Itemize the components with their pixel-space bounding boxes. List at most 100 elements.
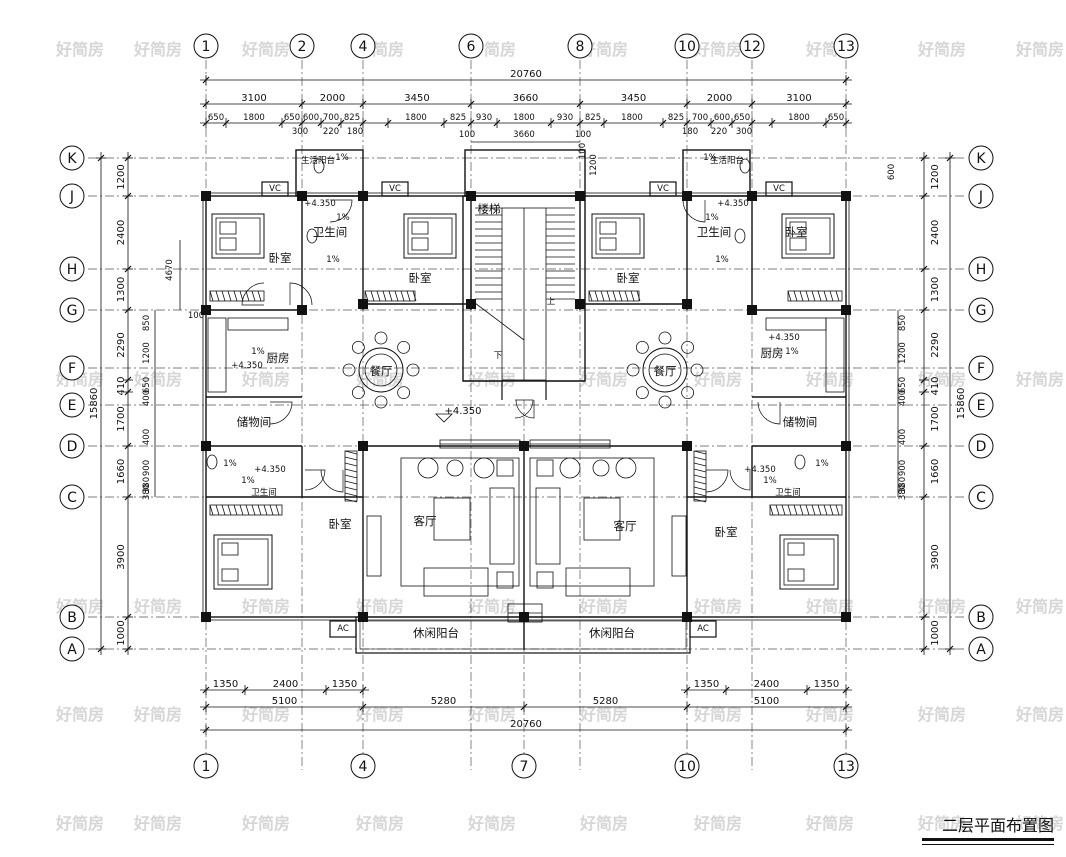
furniture — [206, 158, 845, 623]
watermark-text: 好简房 — [133, 370, 182, 389]
dim-left-inner-text: 400 — [142, 429, 152, 445]
dim-tick — [683, 119, 691, 127]
room-label: 客厅 — [614, 519, 637, 533]
grid-bubble-right-G-circle — [968, 297, 994, 323]
dim-left-outer-text: 2290 — [116, 332, 127, 357]
dim-tick — [124, 154, 132, 162]
wardrobe-hatch — [769, 504, 774, 516]
bed-top-2-pillow — [411, 237, 429, 251]
armchair — [473, 457, 495, 479]
bed-top-right-pillow — [789, 221, 807, 235]
tv-console-left — [423, 567, 489, 597]
dining-table-right-chair — [690, 363, 704, 377]
dining-table-left-chair — [342, 363, 356, 377]
dim-tick — [576, 119, 584, 127]
dim-top-row2-text: 825 — [450, 113, 466, 123]
watermark-text: 好简房 — [55, 40, 104, 59]
room-label: 卧室 — [785, 225, 808, 239]
watermark-text: 好简房 — [133, 814, 182, 833]
wardrobe-hatch — [257, 290, 262, 302]
dim-top-row1-text: 2000 — [320, 93, 345, 104]
wardrobe-hatch — [344, 450, 358, 455]
dim-top-row2-text: 700 — [692, 113, 708, 123]
wardrobe-hatch — [251, 504, 256, 516]
column — [519, 612, 529, 622]
room-label: 卧室 — [269, 251, 292, 265]
wardrobe-hatch — [382, 290, 387, 302]
column — [682, 299, 692, 309]
dining-table-left-chair — [397, 386, 411, 400]
axis-grid-lines — [88, 60, 966, 770]
dining-table-right-chair — [681, 340, 695, 354]
dim-tick — [748, 119, 756, 127]
grid-bubble-top-1-label: 1 — [202, 39, 211, 55]
wardrobe-hatch — [394, 290, 399, 302]
wardrobe-hatch — [811, 504, 816, 516]
dim-top-row2-text: 1800 — [243, 113, 265, 123]
column — [466, 191, 476, 201]
grid-bubble-left-E-label: E — [68, 398, 77, 414]
wardrobe-hatch — [275, 504, 280, 516]
wardrobe-hatch — [344, 492, 358, 497]
bed-top-right-pillow — [789, 237, 807, 251]
dim-right-inner-text: 380 — [898, 484, 908, 500]
kitchen-counter-right — [825, 317, 845, 393]
dim-tick — [920, 192, 928, 200]
grid-bubble-left-D-label: D — [67, 439, 78, 455]
door-swing — [241, 282, 265, 306]
room-label: AC — [697, 624, 709, 634]
dim-tick — [298, 100, 306, 108]
column — [466, 299, 476, 309]
dim-tick — [202, 76, 210, 84]
dim-bottom-row2-text: 5100 — [754, 696, 779, 707]
watermark-text: 好简房 — [1015, 370, 1064, 389]
watermark-text: 好简房 — [693, 597, 742, 616]
dining-table-left-chair — [351, 340, 365, 354]
bed-top-3-pillow — [599, 221, 617, 235]
dim-right-outer-text: 1660 — [930, 459, 941, 484]
bed-top-3 — [591, 213, 645, 259]
dim-tick — [728, 119, 736, 127]
dim-right-inner-text: 650 — [898, 377, 908, 393]
wardrobe-hatch — [370, 290, 375, 302]
room-label: +4.350 — [254, 465, 285, 475]
dim-tick — [440, 119, 448, 127]
column — [841, 612, 851, 622]
watermark-text: 好简房 — [579, 597, 628, 616]
leisure-balcony — [355, 616, 691, 654]
coffee-table-right — [583, 497, 621, 541]
dim-tick — [97, 154, 105, 162]
grid-bubble-top-6-label: 6 — [467, 39, 476, 55]
grid-bubble-bottom-7-circle — [511, 753, 537, 779]
dim-top-row3-text: 180 — [682, 127, 698, 137]
column — [297, 305, 307, 315]
dim-right-inner-text: 1200 — [898, 342, 908, 364]
room-label: +4.350 — [717, 199, 748, 209]
room-label: +4.350 — [304, 199, 335, 209]
wardrobe-hatch — [344, 486, 358, 491]
dim-tick — [202, 119, 210, 127]
room-label: 餐厅 — [654, 364, 677, 378]
door-swing — [269, 401, 293, 425]
grid-bubble-top-12-circle — [739, 33, 765, 59]
dim-top-row2-text: 1800 — [405, 113, 427, 123]
dim-misc: 100 — [578, 143, 588, 159]
grid-bubble-left-F-label: F — [68, 361, 76, 377]
tv-console-right — [565, 567, 631, 597]
living-area — [529, 457, 655, 587]
grid-bubble-top-13-circle — [833, 33, 859, 59]
column — [297, 191, 307, 201]
dim-tick — [202, 686, 210, 694]
dim-tick — [97, 645, 105, 653]
dim-tick — [842, 703, 850, 711]
dining-table-right-chair — [658, 395, 672, 409]
room-label: 1% — [703, 153, 717, 163]
column — [841, 441, 851, 451]
dining-table-right-chair — [681, 386, 695, 400]
bed-top-left — [211, 213, 265, 259]
dim-top-row3-text: 220 — [711, 127, 727, 137]
dining-table-left-chair — [351, 386, 365, 400]
room-label: 卫生间 — [313, 225, 348, 239]
room-label: 1% — [715, 255, 729, 265]
grid-bubble-top-8-label: 8 — [576, 39, 585, 55]
